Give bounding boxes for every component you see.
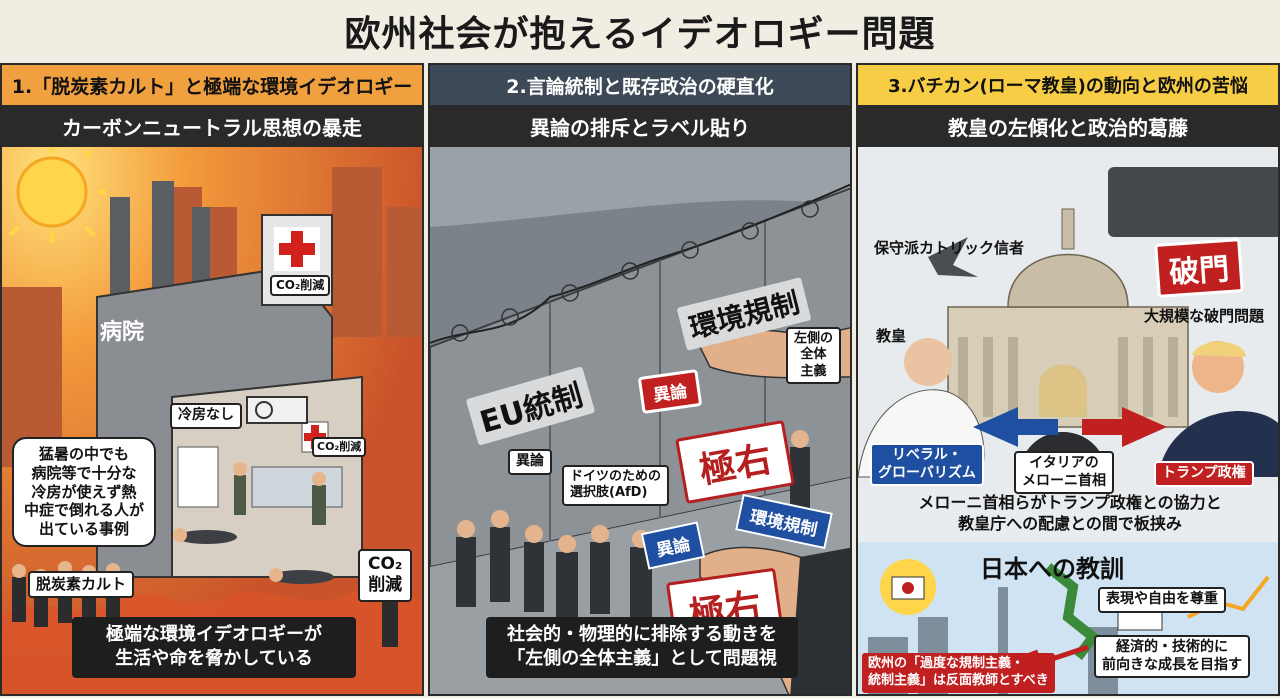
lesson-warning-line2: 統制主義」は反面教師とすべき	[868, 672, 1049, 688]
panel2-caption: 社会的・物理的に排除する動きを 「左側の全体主義」として問題視	[486, 617, 798, 678]
no-ac-label: 冷房なし	[170, 403, 242, 429]
panel3-caption: メローニ首相らがトランプ政権との協力と 教皇庁への配慮との間で板挟み	[858, 493, 1278, 535]
panel3-illustration: 保守派カトリック信者 破門 大規模な破門問題 教皇 リベラル・ グローバリズム …	[858, 147, 1278, 694]
panel1-subheading: カーボンニュートラル思想の暴走	[2, 105, 422, 147]
pope-label: 教皇	[876, 327, 907, 345]
panel-climate-ideology: 1.「脱炭素カルト」と極端な環境イデオロギー カーボンニュートラル思想の暴走	[0, 63, 424, 696]
panel1-caption-line2: 生活や命を脅かしている	[115, 648, 313, 670]
panel1-caption: 極端な環境イデオロギーが 生活や命を脅かしている	[72, 617, 356, 678]
lesson-item-growth: 経済的・技術的に 前向きな成長を目指す	[1094, 635, 1250, 678]
panel2-illustration: EU統制 環境規制 左側の 全体 主義 異論 極右 異論 ドイツのための 選択肢…	[430, 147, 850, 694]
excommunication-sign: 破門	[1154, 238, 1244, 298]
afd-sign: ドイツのための 選択肢(AfD)	[562, 465, 670, 506]
panel3-caption-line2: 教皇庁への配慮との間で板挟み	[958, 513, 1182, 533]
meloni-label: イタリアの メローニ首相	[1014, 451, 1114, 494]
sun-icon	[8, 147, 106, 243]
conservative-catholics-label: 保守派カトリック信者	[874, 239, 1025, 257]
panel-speech-control: 2.言論統制と既存政治の硬直化 異論の排斥とラベル貼り	[428, 63, 852, 696]
panel3-caption-line1: メローニ首相らがトランプ政権との協力と	[918, 493, 1222, 512]
mass-excommunication-label: 大規模な破門問題	[1144, 307, 1265, 325]
decarbon-cult-sign: 脱炭素カルト	[28, 571, 135, 598]
panel2-caption-line1: 社会的・物理的に排除する動きを	[507, 624, 777, 645]
co2-sign-line1: CO₂	[368, 554, 403, 574]
panel2-heading: 2.言論統制と既存政治の硬直化	[430, 65, 850, 105]
vatican-illustration	[858, 147, 1278, 694]
panel-vatican: 3.バチカン(ローマ教皇)の動向と欧州の苦悩 教皇の左傾化と政治的葛藤	[856, 63, 1280, 696]
co2-sign-line2: 削減	[368, 575, 403, 596]
panel2-caption-line2: 「左側の全体主義」として問題視	[507, 648, 777, 670]
left-totalitarianism-label: 左側の 全体 主義	[786, 327, 842, 384]
lesson-item-freedom: 表現や自由を尊重	[1098, 587, 1226, 613]
lesson-title: 日本への教訓	[980, 555, 1124, 583]
dissent-small-sign: 異論	[508, 449, 552, 475]
co2-reduction-sign: CO₂ 削減	[358, 549, 413, 602]
lesson-warning: 欧州の「過度な規制主義・ 統制主義」は反面教師とすべき	[862, 653, 1055, 693]
panel3-subheading: 教皇の左傾化と政治的葛藤	[858, 105, 1278, 147]
panel1-heading: 1.「脱炭素カルト」と極端な環境イデオロギー	[2, 65, 422, 105]
hospital-label: 病院	[100, 320, 145, 345]
panel2-subheading: 異論の排斥とラベル貼り	[430, 105, 850, 147]
co2-box-label: CO₂削減	[270, 275, 331, 296]
heatwave-hospital-illustration	[2, 147, 422, 694]
trump-admin-label: トランプ政権	[1154, 461, 1254, 487]
panel1-illustration: 病院 冷房なし CO₂削減 CO₂削減 猛暑の中でも 病院等で十分な 冷房が使え…	[2, 147, 422, 694]
heatstroke-bubble: 猛暑の中でも 病院等で十分な 冷房が使えず熱 中症で倒れる人が 出ている事例	[12, 437, 157, 547]
panel1-caption-line1: 極端な環境イデオロギーが	[106, 624, 322, 645]
panel3-heading: 3.バチカン(ローマ教皇)の動向と欧州の苦悩	[858, 65, 1278, 105]
lesson-warning-line1: 欧州の「過度な規制主義・	[868, 656, 1025, 671]
co2-small-label: CO₂削減	[312, 437, 367, 457]
liberal-globalism-label: リベラル・ グローバリズム	[870, 443, 984, 486]
page-title: 欧州社会が抱えるイデオロギー問題	[344, 14, 936, 55]
